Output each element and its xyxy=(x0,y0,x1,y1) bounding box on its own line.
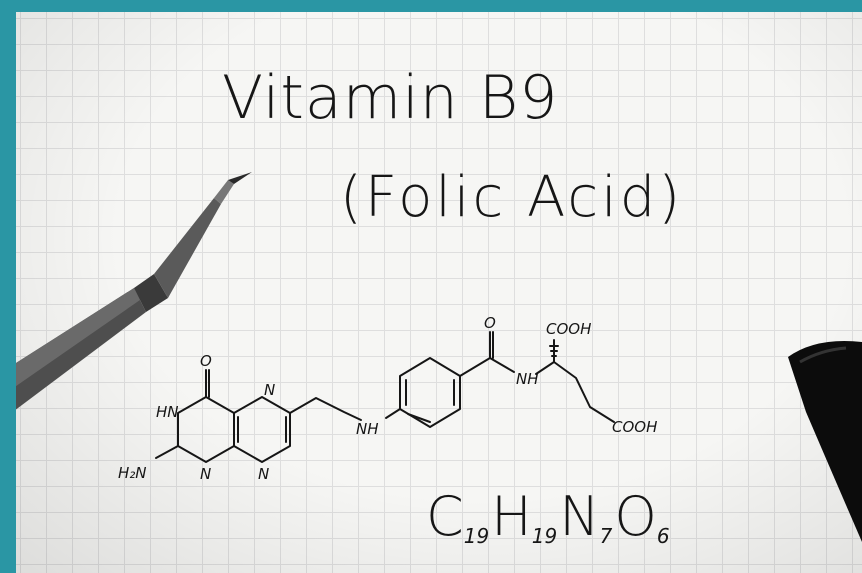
glutamate-chain xyxy=(535,361,615,423)
label-o-amide: O xyxy=(484,314,496,332)
benzene-ring xyxy=(399,357,461,428)
label-n-bottom-right: N xyxy=(258,465,269,483)
photo-frame: Vitamin B9 (Folic Acid) xyxy=(16,12,862,573)
formula-oxygen: O xyxy=(614,485,657,548)
subtitle-handwritten: (Folic Acid) xyxy=(340,165,684,230)
formula-carbon: C xyxy=(426,485,464,548)
label-nh-linker: NH xyxy=(356,420,379,438)
label-n-bottom-left: N xyxy=(200,465,211,483)
pyrazine-ring xyxy=(233,396,291,463)
formula-nitrogen: N xyxy=(559,485,600,548)
pyrimidine-ring xyxy=(177,396,235,463)
label-n-top: N xyxy=(264,381,275,399)
formula-hydrogen: H xyxy=(491,485,532,548)
label-hn: HN xyxy=(156,403,179,421)
amide-bond xyxy=(459,357,515,377)
formula-oxygen-count: 6 xyxy=(656,524,670,548)
title-handwritten: Vitamin B9 xyxy=(222,63,559,133)
label-cooh-bottom: COOH xyxy=(612,418,657,436)
molecular-formula: C19H19N7O6 xyxy=(426,490,672,548)
label-o-pterin: O xyxy=(200,352,212,370)
formula-carbon-count: 19 xyxy=(463,524,490,548)
folic-acid-structure: O HN H₂N N N N NH O NH COOH COOH xyxy=(16,172,862,542)
formula-nitrogen-count: 7 xyxy=(599,524,613,548)
label-cooh-top: COOH xyxy=(546,320,591,338)
label-nh-amide: NH xyxy=(516,370,539,388)
formula-hydrogen-count: 19 xyxy=(531,524,558,548)
methylene-linker xyxy=(289,397,362,421)
marker-right xyxy=(788,341,862,542)
pen-left xyxy=(16,172,252,410)
label-h2n: H₂N xyxy=(118,464,147,482)
